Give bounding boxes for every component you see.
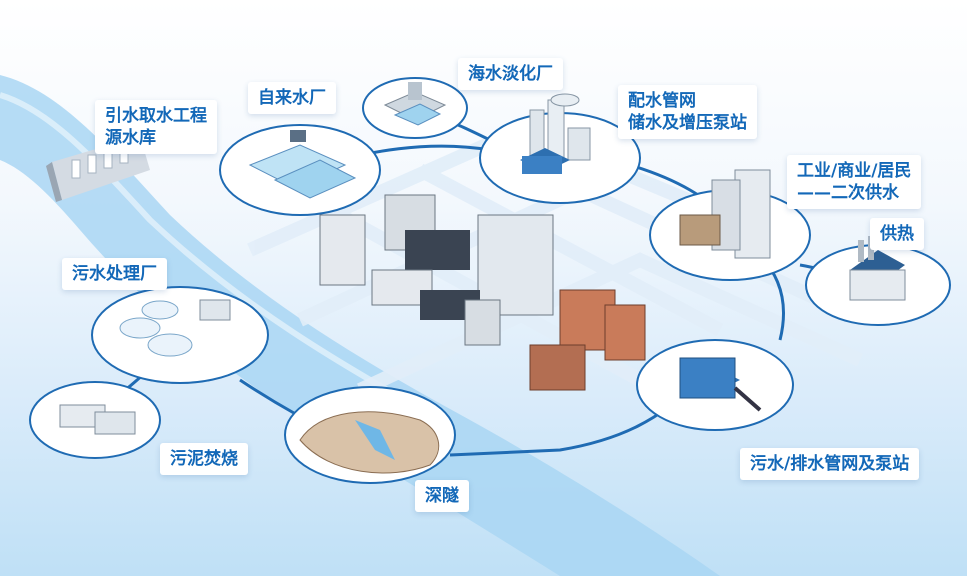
sludge-plant-icon <box>59 404 136 435</box>
tunnel-icon <box>299 411 440 474</box>
desalination-plant-icon <box>383 82 447 126</box>
label-distribution-line1: 配水管网 <box>628 91 696 111</box>
label-intake-line2: 源水库 <box>105 128 156 148</box>
label-distribution: 配水管网 储水及增压泵站 <box>618 85 757 139</box>
water-tower-icon <box>520 93 591 174</box>
label-intake-line1: 引水取水工程 <box>105 106 207 126</box>
label-distribution-line2: 储水及增压泵站 <box>628 113 747 133</box>
river <box>0 75 720 576</box>
sewage-plant-icon <box>119 299 231 357</box>
label-heating-text: 供热 <box>880 224 914 244</box>
label-secondary-supply: 工业/商业/居民 ——二次供水 <box>787 155 922 209</box>
label-sewage-plant-text: 污水处理厂 <box>72 264 157 284</box>
label-heating: 供热 <box>870 218 924 250</box>
city-cluster <box>319 194 646 391</box>
label-drainage-text: 污水/排水管网及泵站 <box>750 454 910 474</box>
label-waterworks-text: 自来水厂 <box>258 88 326 108</box>
residential-buildings-icon <box>679 169 771 259</box>
label-secondary-supply-line2: ——二次供水 <box>797 183 899 203</box>
label-tunnel-text: 深隧 <box>425 486 459 506</box>
label-secondary-supply-line1: 工业/商业/居民 <box>797 161 912 181</box>
pump-station-icon <box>679 357 762 412</box>
label-sludge-text: 污泥焚烧 <box>170 449 238 469</box>
river-highlight <box>0 92 452 428</box>
label-sewage-plant: 污水处理厂 <box>62 258 167 290</box>
label-desalination-text: 海水淡化厂 <box>468 64 553 84</box>
label-sludge: 污泥焚烧 <box>160 443 248 475</box>
waterworks-tanks-icon <box>248 130 357 199</box>
label-intake: 引水取水工程 源水库 <box>95 100 217 154</box>
label-waterworks: 自来水厂 <box>248 82 336 114</box>
label-drainage: 污水/排水管网及泵站 <box>740 448 920 480</box>
label-desalination: 海水淡化厂 <box>458 58 563 90</box>
label-tunnel: 深隧 <box>415 480 469 512</box>
